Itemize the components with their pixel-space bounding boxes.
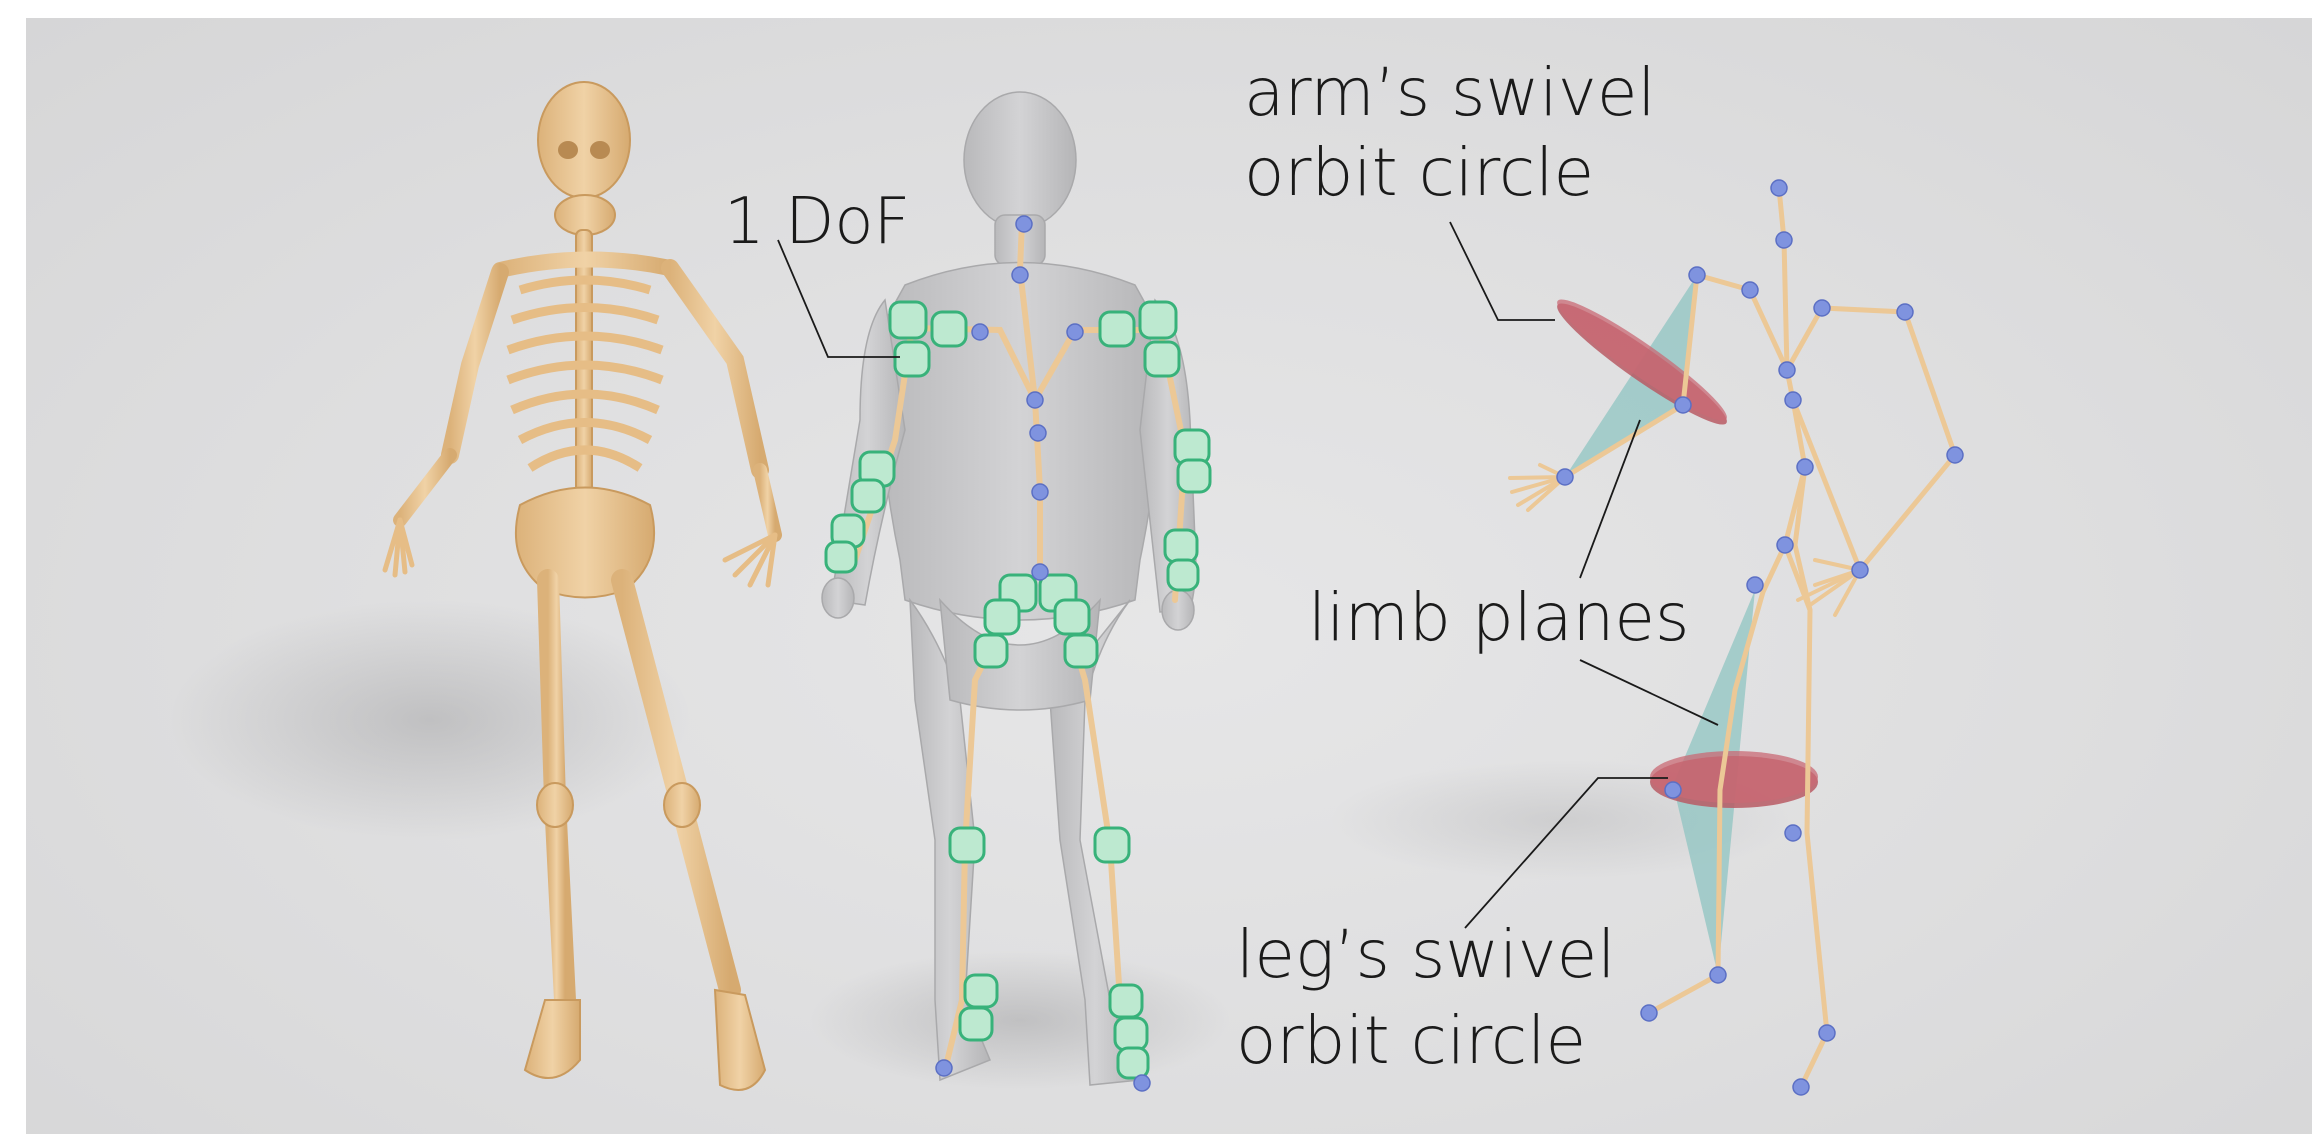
gizmo-ankle-right-1 bbox=[1110, 985, 1142, 1017]
gizmo-shoulder-right-3 bbox=[1100, 312, 1134, 346]
gizmo-elbow-left-2 bbox=[852, 480, 884, 512]
gizmo-ankle-right-3 bbox=[1118, 1048, 1148, 1078]
gizmo-shoulder-left-1 bbox=[890, 302, 926, 338]
leg-swivel-label-line1: leg’s swivel bbox=[1236, 922, 1616, 988]
body-head bbox=[964, 92, 1076, 228]
leg-swivel-label-line2: orbit circle bbox=[1236, 1008, 1586, 1074]
gizmo-shoulder-right-2 bbox=[1145, 342, 1179, 376]
gizmo-shoulder-right-1 bbox=[1140, 302, 1176, 338]
gizmo-shoulder-left-2 bbox=[895, 342, 929, 376]
gizmo-wrist-right-2 bbox=[1168, 560, 1198, 590]
stick-left-hand bbox=[1510, 465, 1565, 510]
limb-planes-leader-leg bbox=[1580, 660, 1718, 725]
gizmo-ankle-left-1 bbox=[965, 975, 997, 1007]
gizmo-shoulder-left-3 bbox=[932, 312, 966, 346]
gizmo-ankle-right-2 bbox=[1115, 1018, 1147, 1050]
gizmo-wrist-right-1 bbox=[1165, 530, 1197, 562]
gizmo-ankle-left-2 bbox=[960, 1008, 992, 1040]
limb-planes-label: limb planes bbox=[1308, 585, 1689, 651]
gizmo-hip-left-2 bbox=[985, 600, 1019, 634]
gizmo-knee-left bbox=[950, 828, 984, 862]
skeleton-left-hand bbox=[385, 520, 412, 575]
body-shadow bbox=[810, 950, 1230, 1090]
skeleton-left-foot bbox=[525, 1000, 580, 1078]
dof-label: 1 DoF bbox=[724, 190, 910, 254]
leg-orbit-disc bbox=[1650, 751, 1818, 808]
arm-swivel-label-line2: orbit circle bbox=[1244, 140, 1594, 206]
gizmo-hip-right-2 bbox=[1055, 600, 1089, 634]
arm-swivel-leader bbox=[1450, 222, 1555, 320]
gizmo-elbow-right-2 bbox=[1178, 460, 1210, 492]
skeleton-shadow bbox=[170, 600, 690, 840]
gizmo-wrist-left-2 bbox=[826, 542, 856, 572]
skeleton-right-hand bbox=[725, 535, 775, 585]
gizmo-knee-right bbox=[1095, 828, 1129, 862]
skeleton-right-foot bbox=[715, 990, 765, 1090]
gizmo-hip-left-3 bbox=[975, 635, 1007, 667]
skull bbox=[538, 82, 630, 198]
arm-swivel-label-line1: arm’s swivel bbox=[1244, 60, 1656, 126]
skeleton-figure bbox=[385, 82, 775, 1090]
gizmo-hip-right-3 bbox=[1065, 635, 1097, 667]
